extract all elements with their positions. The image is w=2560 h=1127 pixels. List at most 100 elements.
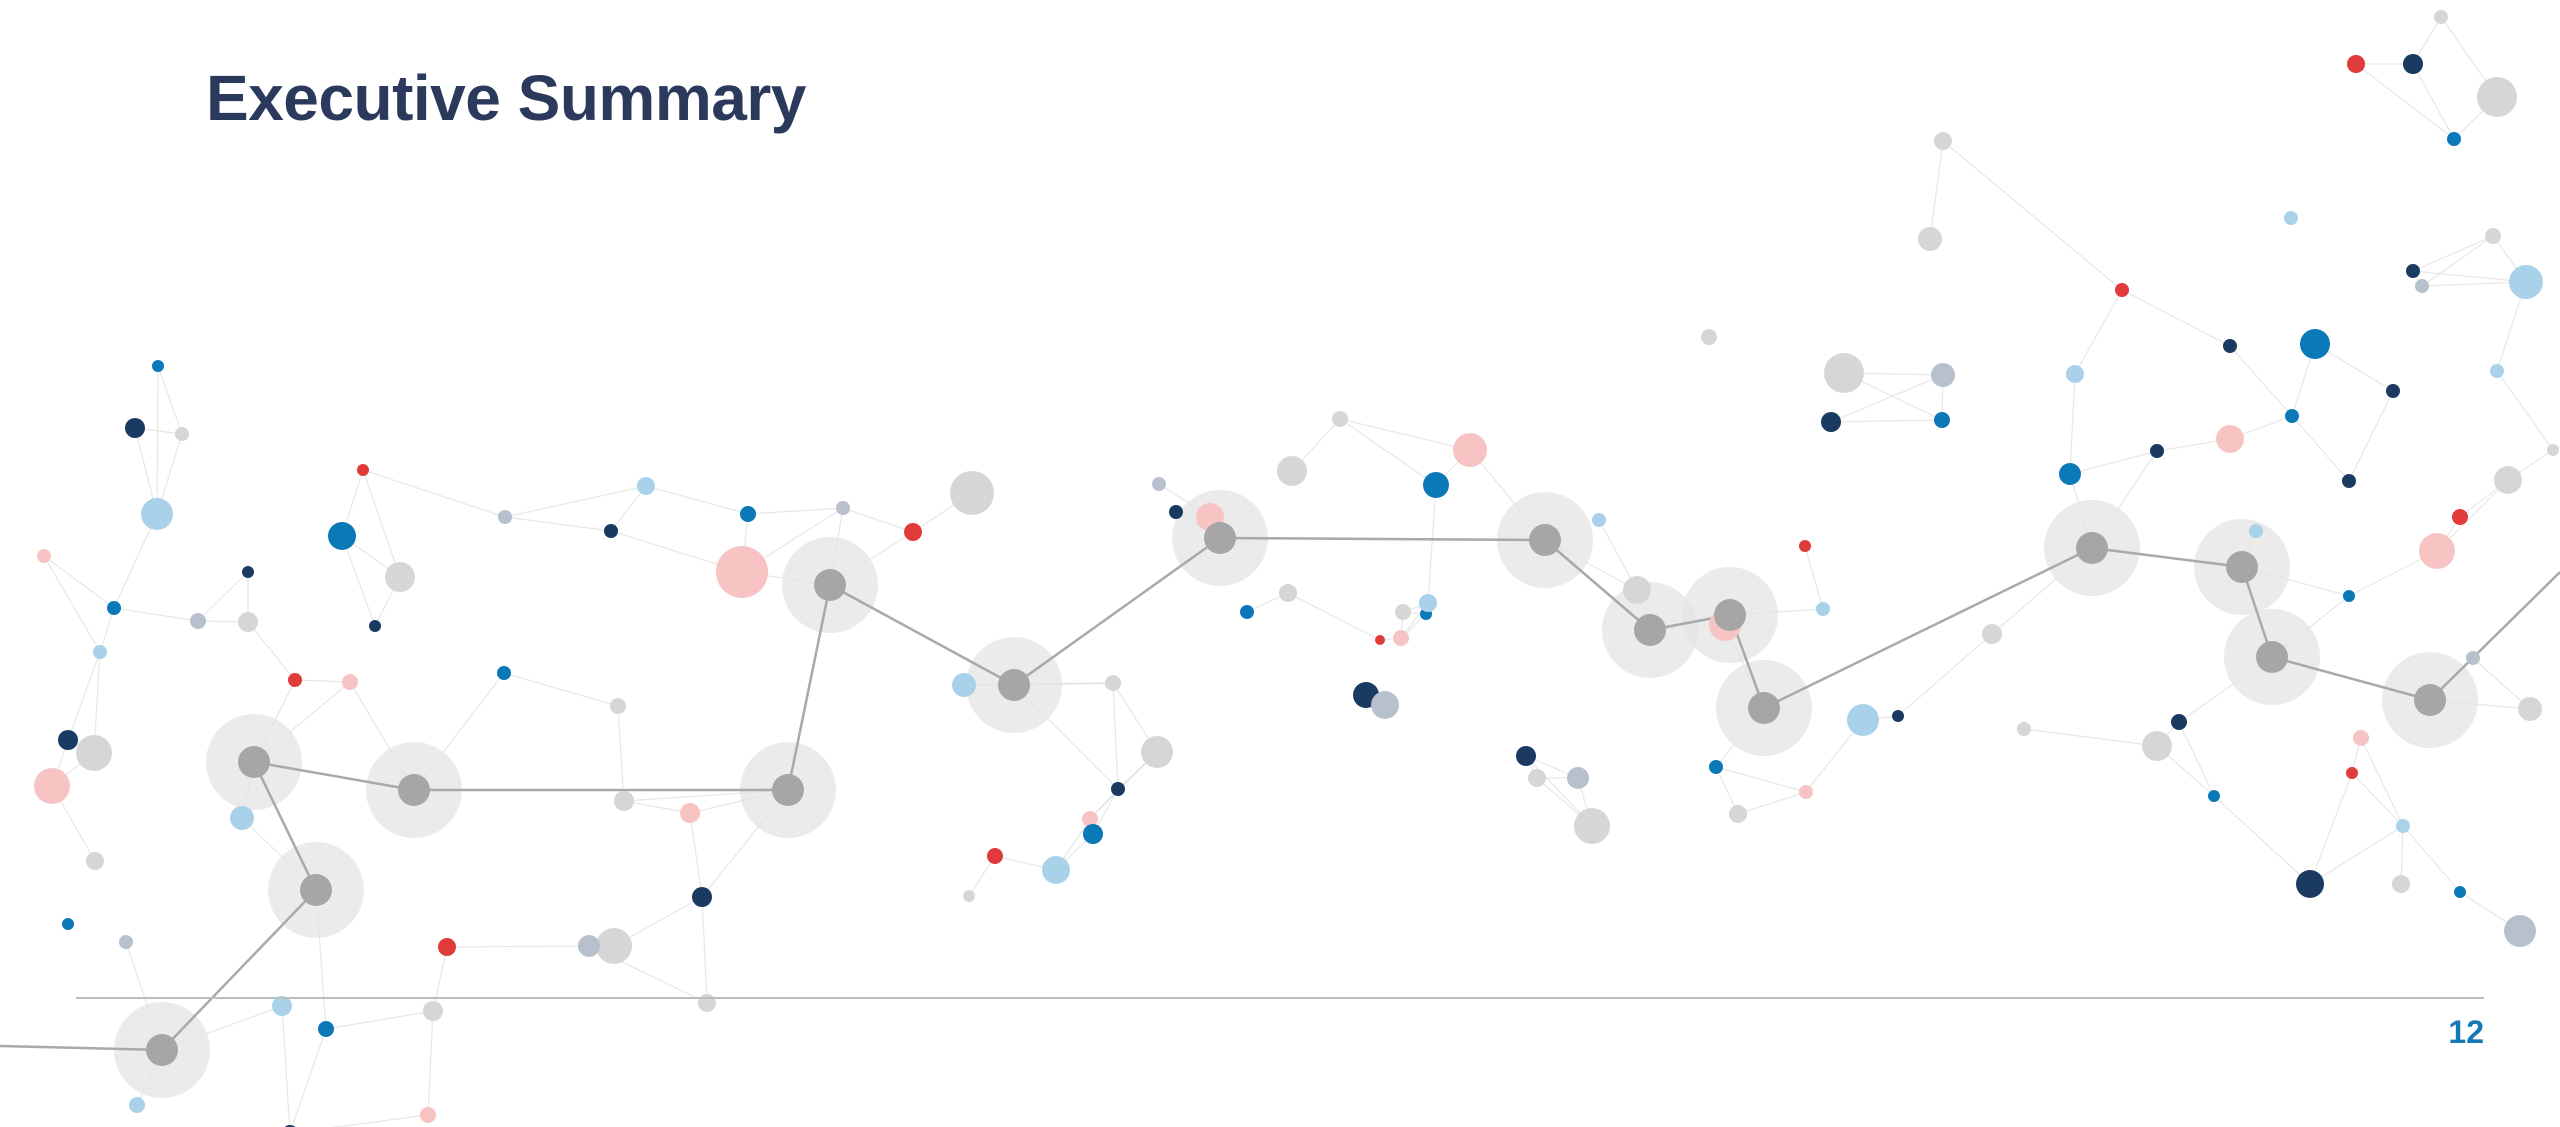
network-dot	[2466, 651, 2480, 665]
hub-link-line	[252, 761, 318, 891]
network-dot	[2285, 409, 2299, 423]
faint-link-line	[1427, 484, 1437, 604]
faint-link-line	[1830, 374, 1944, 423]
network-hub	[1634, 614, 1666, 646]
network-dot	[1375, 635, 1385, 645]
hub-link-line	[2429, 571, 2560, 701]
network-dot	[2406, 264, 2420, 278]
faint-link-line	[156, 365, 159, 515]
network-dot	[438, 938, 456, 956]
faint-link-line	[1897, 633, 1993, 717]
network-dot	[2346, 767, 2358, 779]
network-dot	[1709, 760, 1723, 774]
faint-link-line	[67, 651, 101, 741]
network-dot	[2171, 714, 2187, 730]
network-dot	[1240, 605, 1254, 619]
hub-link-line	[1544, 539, 1651, 631]
faint-link-line	[2023, 728, 2158, 747]
faint-link-line	[1737, 791, 1807, 815]
network-dot	[328, 522, 356, 550]
footer-divider	[76, 997, 2484, 999]
faint-link-line	[2069, 450, 2158, 475]
faint-link-line	[2074, 289, 2123, 375]
network-dot	[1892, 710, 1904, 722]
network-dot	[498, 510, 512, 524]
network-dot	[1918, 227, 1942, 251]
network-dot	[119, 935, 133, 949]
network-dot	[1934, 132, 1952, 150]
network-hub	[1529, 524, 1561, 556]
network-dot	[230, 806, 254, 830]
network-dot	[610, 698, 626, 714]
faint-link-line	[2351, 772, 2404, 827]
network-dot	[2454, 886, 2466, 898]
faint-link-line	[2412, 270, 2527, 283]
faint-link-line	[99, 607, 115, 653]
page-number: 12	[2448, 1014, 2484, 1050]
network-dot	[1799, 540, 1811, 552]
faint-link-line	[701, 896, 708, 1004]
network-hub	[238, 746, 270, 778]
faint-link-line	[1830, 419, 1943, 423]
network-dot	[242, 566, 254, 578]
faint-link-line	[610, 485, 647, 532]
network-dot	[1528, 769, 1546, 787]
network-dot	[836, 501, 850, 515]
faint-link-line	[2314, 343, 2394, 392]
faint-link-line	[427, 1010, 434, 1116]
faint-link-line	[747, 507, 844, 515]
faint-link-line	[2402, 825, 2461, 893]
network-dot	[1799, 785, 1813, 799]
hub-link-line	[161, 889, 317, 1051]
network-dot	[578, 935, 600, 957]
faint-link-line	[331, 1114, 429, 1127]
network-hub	[146, 1034, 178, 1066]
network-dot	[2434, 10, 2448, 24]
faint-link-line	[1929, 140, 1944, 240]
network-dot	[2342, 474, 2356, 488]
network-dot	[497, 666, 511, 680]
faint-link-line	[617, 705, 625, 802]
network-dot	[318, 1021, 334, 1037]
faint-link-line	[1287, 592, 1381, 641]
network-dot	[1931, 363, 1955, 387]
faint-link-line	[1715, 766, 1807, 793]
network-dot	[1592, 513, 1606, 527]
network-dot	[1847, 704, 1879, 736]
hub-link-line	[1013, 536, 1221, 687]
network-dot	[76, 735, 112, 771]
network-dot	[1279, 584, 1297, 602]
hub-link-line	[829, 583, 1015, 687]
network-dot	[2392, 875, 2410, 893]
network-dot	[2284, 211, 2298, 225]
faint-link-line	[2069, 373, 2076, 475]
network-dot	[1332, 411, 1348, 427]
faint-link-line	[362, 469, 506, 518]
network-hub	[1748, 692, 1780, 724]
network-dot	[2403, 54, 2423, 74]
network-dot	[423, 1001, 443, 1021]
network-dot	[2452, 509, 2468, 525]
network-dot	[2518, 697, 2542, 721]
faint-link-line	[43, 555, 115, 609]
faint-link-line	[325, 1010, 434, 1030]
faint-link-line	[1339, 418, 1437, 486]
network-dot	[2504, 915, 2536, 947]
hub-connection-lines	[0, 536, 2560, 1052]
faint-link-line	[503, 672, 619, 707]
network-dot	[2249, 524, 2263, 538]
network-dot	[2150, 444, 2164, 458]
faint-link-line	[504, 485, 647, 518]
faint-link-line	[2400, 825, 2404, 885]
faint-link-line	[2421, 235, 2494, 287]
network-dot	[1453, 433, 1487, 467]
network-dot	[2208, 790, 2220, 802]
network-dot	[2419, 533, 2455, 569]
network-hub	[2226, 551, 2258, 583]
network-dot	[1371, 691, 1399, 719]
faint-link-line	[281, 1005, 291, 1127]
faint-link-line	[2121, 289, 2231, 347]
hub-link-line	[0, 1044, 163, 1052]
